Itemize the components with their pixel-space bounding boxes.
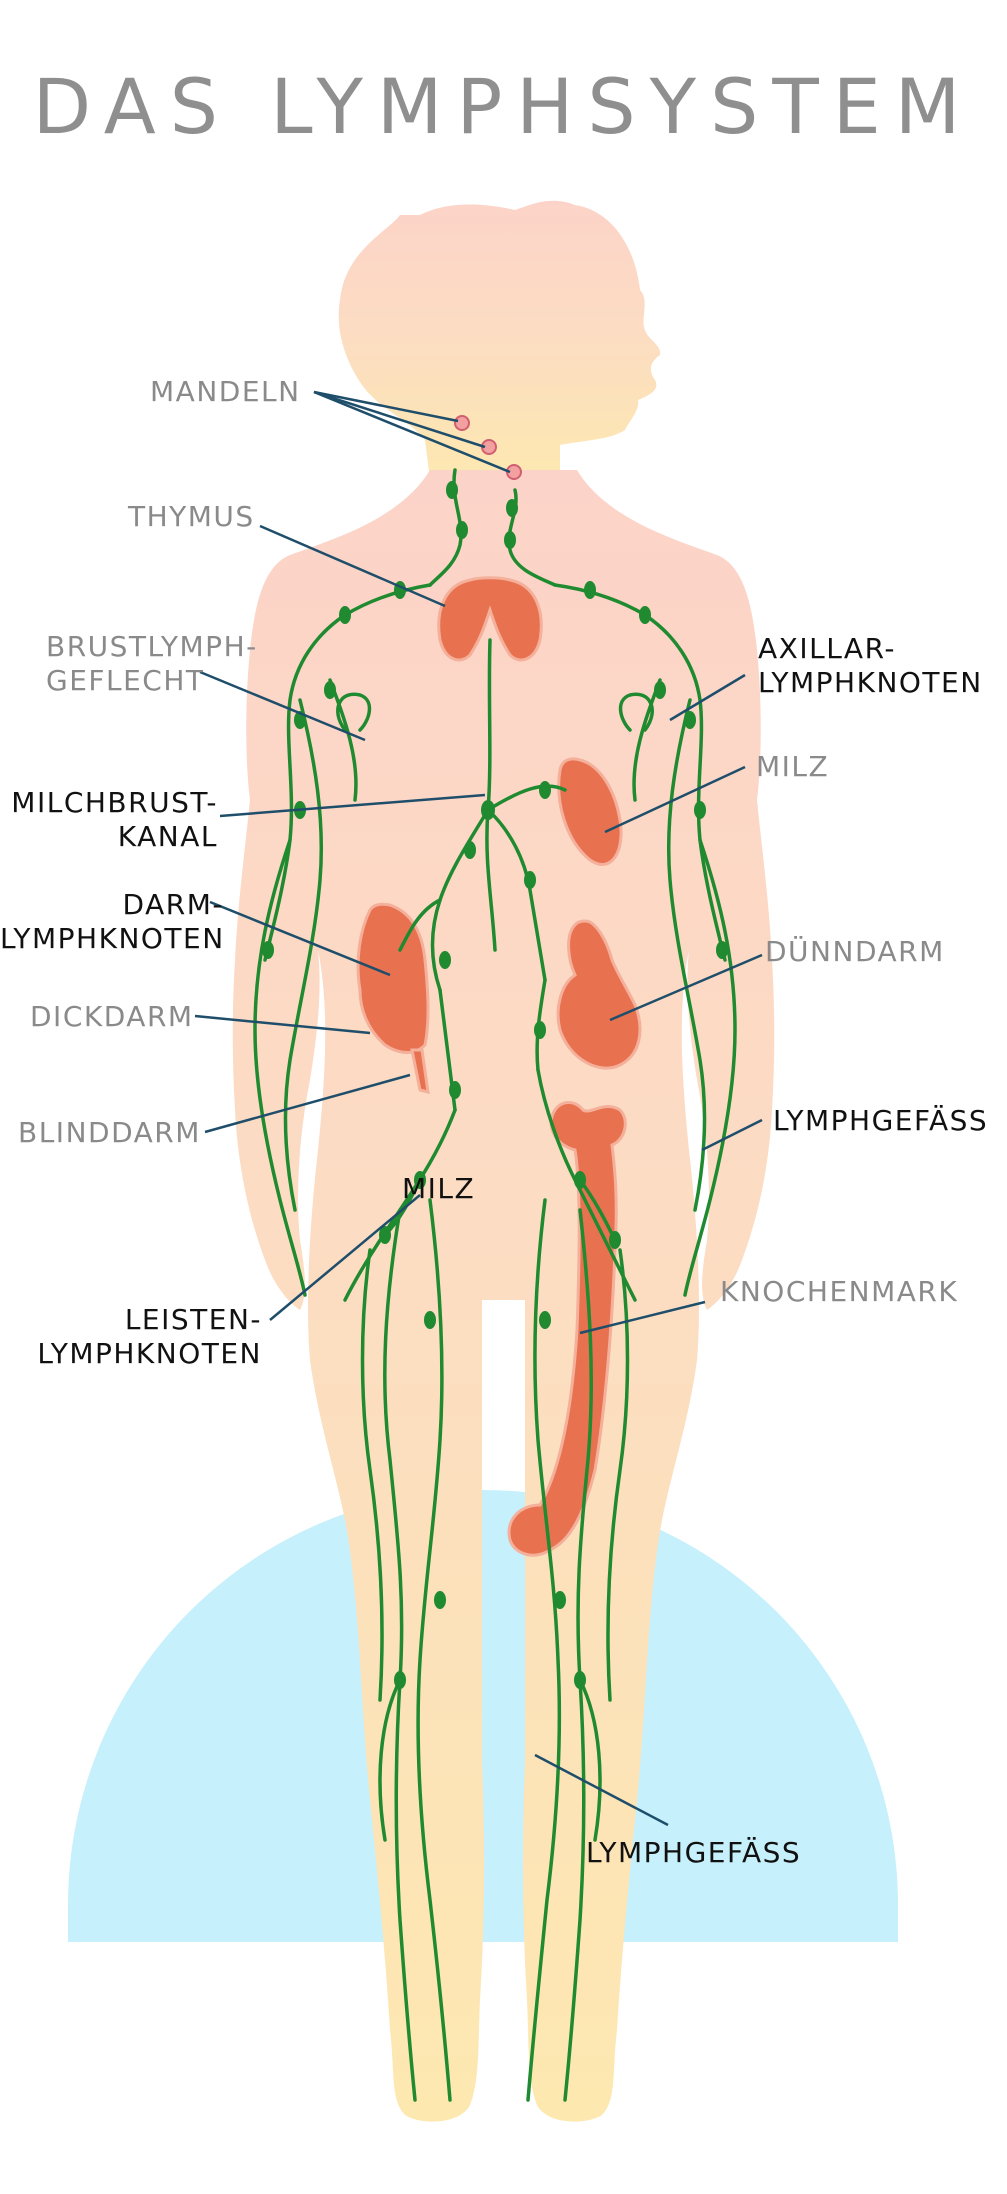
page-title: DAS LYMPHSYSTEM [32,62,975,151]
label-lymphgefaess-arm: LYMPHGEFÄSS [773,1104,989,1137]
label-darm-2: LYMPHKNOTEN [0,922,225,955]
label-milchbrust-2: KANAL [117,820,218,853]
label-brustlymph-2: GEFLECHT [46,664,205,697]
thymus-organ [437,576,543,662]
label-lymphgefaess-bein: LYMPHGEFÄSS [586,1836,802,1869]
label-darm-1: DARM- [122,888,224,921]
label-mandeln: MANDELN [150,375,301,408]
label-leisten-1: LEISTEN- [124,1303,262,1336]
bone-marrow-organ [507,1101,627,1557]
label-milz: MILZ [756,750,830,783]
organs [356,576,642,1557]
label-axillar-2: LYMPHKNOTEN [758,666,983,699]
background-semicircle [68,1490,898,1942]
spleen-organ [557,757,623,866]
label-brustlymph-1: BRUSTLYMPH- [46,630,258,663]
label-leisten-2: LYMPHKNOTEN [37,1337,262,1370]
label-axillar-1: AXILLAR- [758,632,897,665]
body-silhouette [232,200,775,2122]
label-blinddarm: BLINDDARM [18,1116,201,1149]
label-dickdarm: DICKDARM [30,1000,194,1033]
label-knochenmark: KNOCHENMARK [720,1275,959,1308]
lymph-nodes [262,481,728,1689]
label-milchbrust-1: MILCHBRUST- [11,786,218,819]
label-duenndarm: DÜNNDARM [765,935,945,968]
leader-lines [194,390,763,1827]
colon-organ [356,902,430,1054]
appendix-organ [410,1048,430,1094]
small-intestine-organ [556,919,642,1070]
label-milz-leiste: MILZ [402,1172,476,1205]
label-thymus: THYMUS [128,500,255,533]
